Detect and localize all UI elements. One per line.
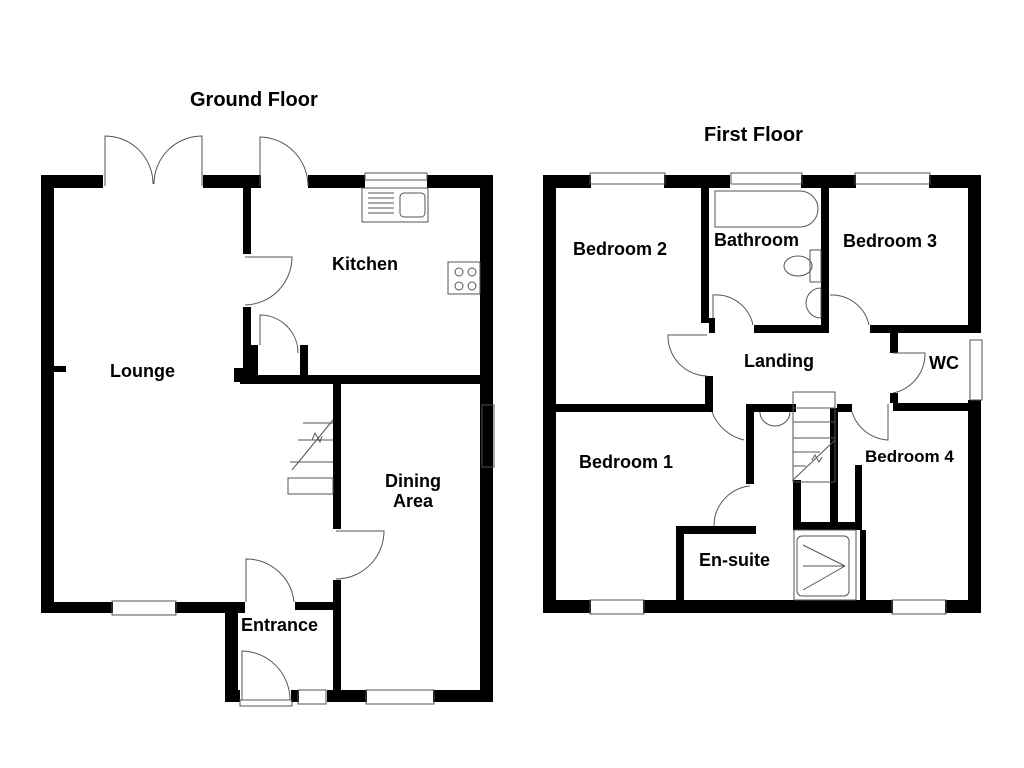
cupboard-door-icon xyxy=(259,314,299,354)
entrance-window-icon xyxy=(297,689,327,705)
bedroom3-door-icon xyxy=(829,294,870,326)
entrance-inner-door-icon xyxy=(245,558,295,603)
dining-side-window-icon xyxy=(481,404,495,468)
shower-icon xyxy=(796,535,850,597)
ensuite-basin-icon xyxy=(759,411,791,427)
room-label-bedroom3: Bedroom 3 xyxy=(843,231,938,251)
room-label-bathroom: Bathroom xyxy=(714,230,799,250)
kitchen-window-icon xyxy=(364,172,428,181)
ground-floor-plan xyxy=(41,135,495,707)
room-label-bedroom2: Bedroom 2 xyxy=(573,239,668,259)
room-label-landing: Landing xyxy=(744,351,814,371)
bedroom3-window-icon xyxy=(854,172,931,185)
first-floor-fixtures xyxy=(589,172,983,615)
first-floor-plan xyxy=(543,172,983,615)
first-floor-stairs-icon xyxy=(792,391,836,483)
bedroom2-window-icon xyxy=(589,172,666,185)
wc-window-icon xyxy=(969,339,983,401)
room-label-kitchen: Kitchen xyxy=(332,254,399,274)
ground-floor-walls xyxy=(41,175,493,702)
hob-icon xyxy=(447,261,481,295)
lounge-kitchen-door-icon xyxy=(244,256,293,306)
room-label-bedroom4: Bedroom 4 xyxy=(865,447,954,466)
bedroom4-window-icon xyxy=(891,599,947,615)
french-door-left-icon xyxy=(104,135,154,186)
ground-floor-fixtures xyxy=(104,135,495,707)
dining-window-icon xyxy=(365,689,435,705)
room-label-ensuite: En-suite xyxy=(699,550,771,570)
ground-floor-title: Ground Floor xyxy=(190,89,318,111)
room-label-lounge: Lounge xyxy=(110,361,175,381)
room-label-dining-line1: Dining xyxy=(385,471,441,491)
bedroom2-door-icon xyxy=(667,334,708,377)
bathroom-door-icon xyxy=(712,294,754,326)
ground-stairs-icon xyxy=(287,419,334,495)
basin-icon xyxy=(805,287,822,319)
dining-door-icon xyxy=(335,530,385,580)
front-door-icon xyxy=(241,650,291,701)
sink-icon xyxy=(361,187,429,223)
room-label-entrance: Entrance xyxy=(241,615,319,635)
toilet-icon xyxy=(783,255,813,277)
bathroom-window-icon xyxy=(730,172,803,185)
room-label-bedroom1: Bedroom 1 xyxy=(579,452,674,472)
lounge-window-icon xyxy=(111,600,177,616)
bedroom1-door-icon xyxy=(711,411,745,441)
ensuite-door-icon xyxy=(713,485,751,527)
wc-door-icon xyxy=(892,352,926,394)
bedroom1-window-icon xyxy=(589,599,645,615)
room-label-dining: Dining Area xyxy=(382,471,444,512)
first-floor-walls xyxy=(543,175,981,613)
room-label-wc: WC xyxy=(929,353,959,373)
bath-icon xyxy=(714,190,819,228)
first-floor-title: First Floor xyxy=(704,124,803,146)
french-door-right-icon xyxy=(153,135,203,186)
back-door-icon xyxy=(259,136,309,187)
bedroom4-door-icon xyxy=(851,404,889,441)
room-label-dining-line2: Area xyxy=(392,490,434,511)
